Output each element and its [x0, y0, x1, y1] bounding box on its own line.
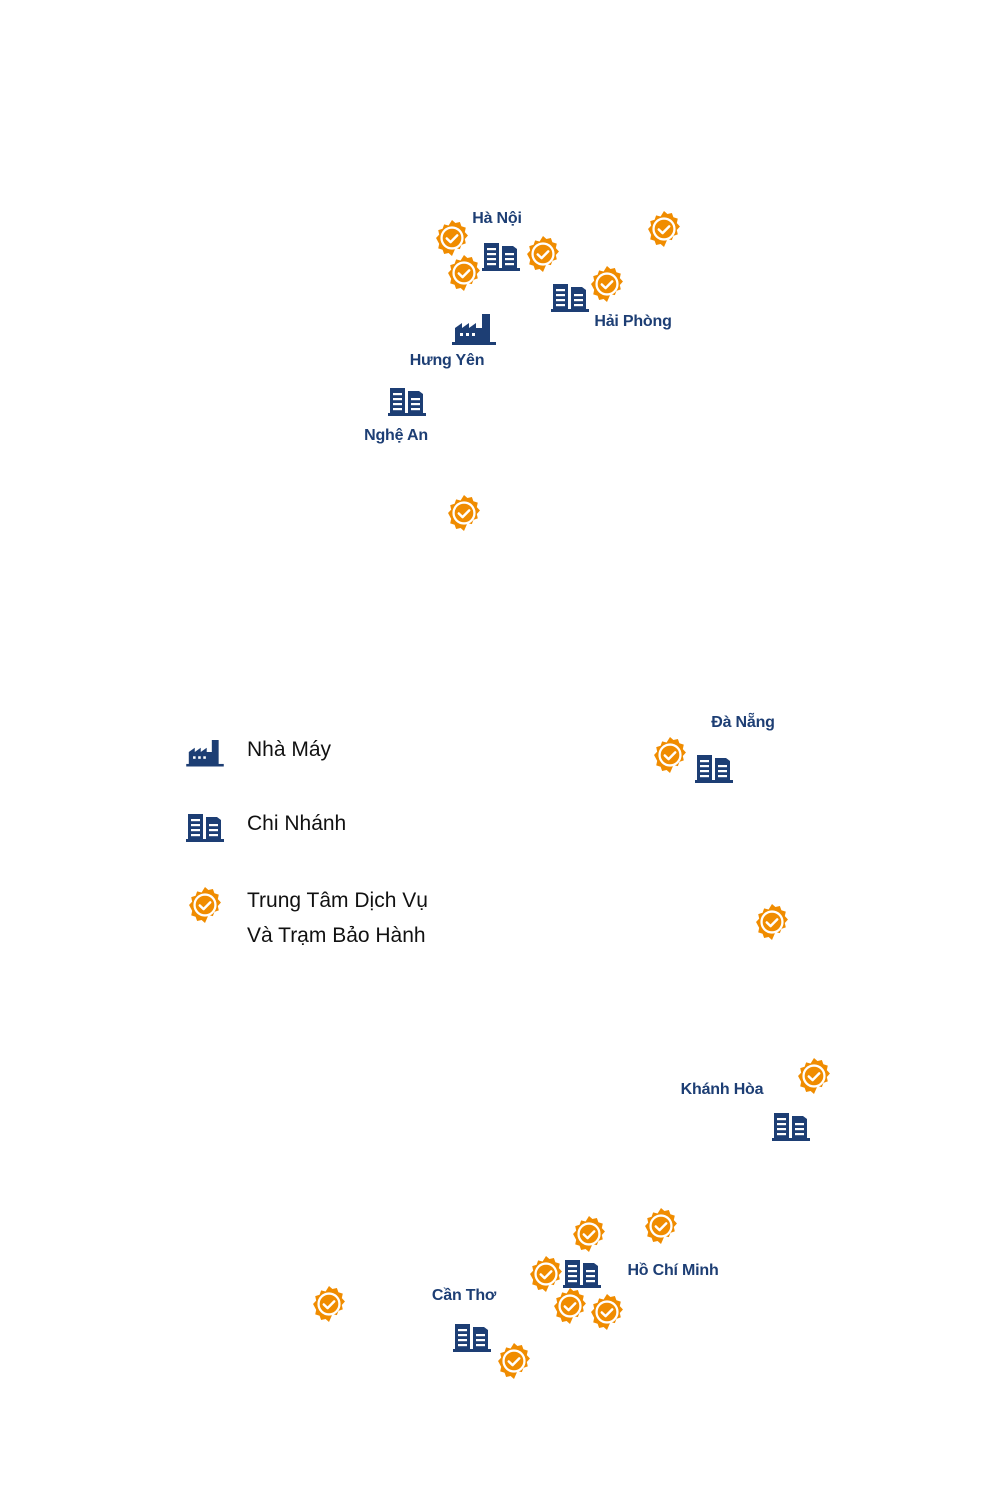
office-building-icon[interactable] — [453, 1322, 491, 1352]
office-building-icon[interactable] — [695, 753, 733, 783]
verified-badge-icon[interactable] — [651, 736, 689, 774]
legend-service-label-line1: Trung Tâm Dịch Vụ — [247, 889, 428, 912]
verified-badge-icon[interactable] — [495, 1342, 533, 1380]
legend-service-label-line2: Và Trạm Bảo Hành — [247, 924, 426, 947]
city-label-hung-yen: Hưng Yên — [409, 352, 485, 369]
verified-badge-icon[interactable] — [551, 1287, 589, 1325]
office-building-icon[interactable] — [772, 1111, 810, 1141]
verified-badge-icon[interactable] — [445, 494, 483, 532]
verified-badge-icon[interactable] — [642, 1207, 680, 1245]
verified-badge-icon[interactable] — [445, 254, 483, 292]
office-building-icon[interactable] — [563, 1258, 601, 1288]
verified-badge-icon — [186, 886, 224, 924]
city-label-can-tho: Cần Thơ — [431, 1287, 497, 1304]
city-label-da-nang: Đà Nẵng — [711, 714, 775, 731]
office-building-icon[interactable] — [388, 386, 426, 416]
city-label-nghe-an: Nghệ An — [364, 427, 428, 444]
verified-badge-icon[interactable] — [588, 1293, 626, 1331]
legend-branch-label: Chi Nhánh — [247, 812, 347, 835]
verified-badge-icon[interactable] — [645, 210, 683, 248]
verified-badge-icon[interactable] — [753, 903, 791, 941]
factory-icon[interactable] — [452, 311, 496, 345]
city-label-ho-chi-minh: Hồ Chí Minh — [627, 1262, 719, 1279]
factory-icon — [186, 738, 224, 767]
legend-factory-label: Nhà Máy — [247, 738, 332, 761]
verified-badge-icon[interactable] — [524, 235, 562, 273]
city-label-hai-phong: Hải Phòng — [594, 313, 672, 330]
city-label-ha-noi: Hà Nội — [472, 210, 522, 227]
office-building-icon — [186, 812, 224, 842]
verified-badge-icon[interactable] — [310, 1285, 348, 1323]
verified-badge-icon[interactable] — [570, 1215, 608, 1253]
city-label-khanh-hoa: Khánh Hòa — [680, 1081, 764, 1098]
verified-badge-icon[interactable] — [795, 1057, 833, 1095]
verified-badge-icon[interactable] — [588, 265, 626, 303]
office-building-icon[interactable] — [482, 241, 520, 271]
office-building-icon[interactable] — [551, 282, 589, 312]
verified-badge-icon[interactable] — [433, 219, 471, 257]
